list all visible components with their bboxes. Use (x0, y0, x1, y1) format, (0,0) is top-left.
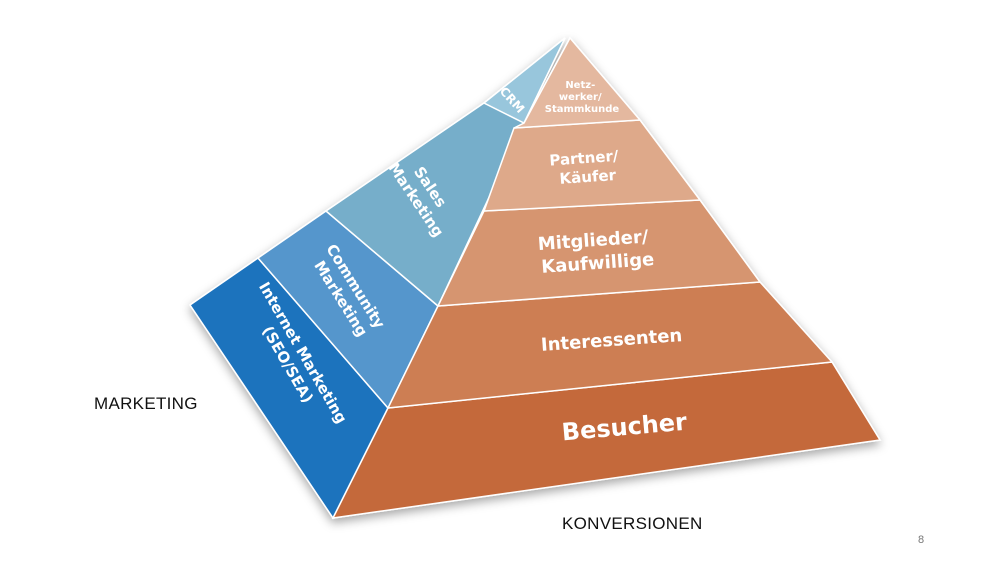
page-number: 8 (918, 534, 925, 546)
segment-netzwerker (513, 36, 642, 129)
segment-crm (482, 37, 566, 125)
label-netzwerker: Netz- werker/ Stammkunde (545, 80, 620, 115)
marketing-label: MARKETING (94, 394, 198, 413)
label-partner: Partner/ Käufer (549, 146, 626, 188)
conversions-label: KONVERSIONEN (562, 514, 703, 533)
